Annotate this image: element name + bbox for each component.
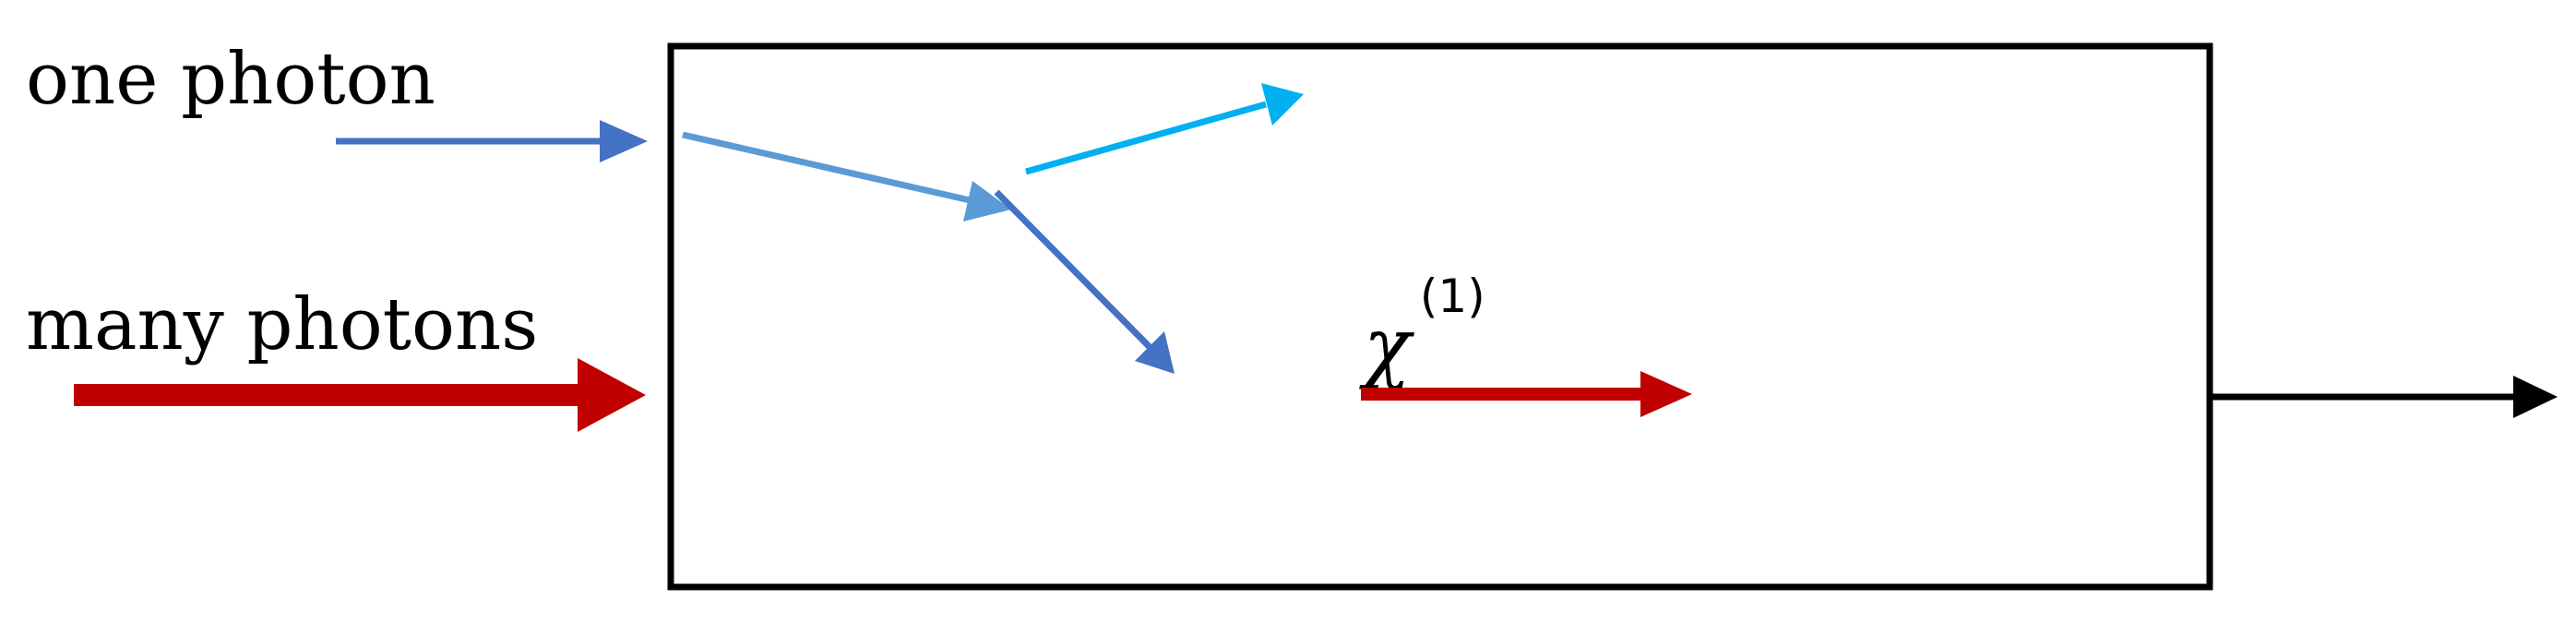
many-photons-input-arrow-icon bbox=[74, 358, 646, 432]
many-photons-label: many photons bbox=[26, 283, 538, 366]
many-photons-internal-arrow-icon bbox=[1361, 371, 1692, 417]
chi-susceptibility-label: χ (1) bbox=[1359, 270, 1485, 391]
one-photon-input-arrow-icon bbox=[336, 120, 648, 162]
photon-path-incoming-arrow-icon bbox=[682, 131, 1011, 222]
chi-symbol: χ bbox=[1359, 301, 1415, 391]
one-photon-label: one photon bbox=[26, 38, 435, 121]
chi-order-superscript: (1) bbox=[1420, 270, 1485, 323]
photon-scattered-down-arrow-icon bbox=[994, 189, 1175, 374]
photon-scattered-up-arrow-icon bbox=[1025, 83, 1304, 175]
nonlinear-medium-box bbox=[667, 42, 2213, 591]
output-arrow-icon bbox=[2210, 376, 2558, 418]
